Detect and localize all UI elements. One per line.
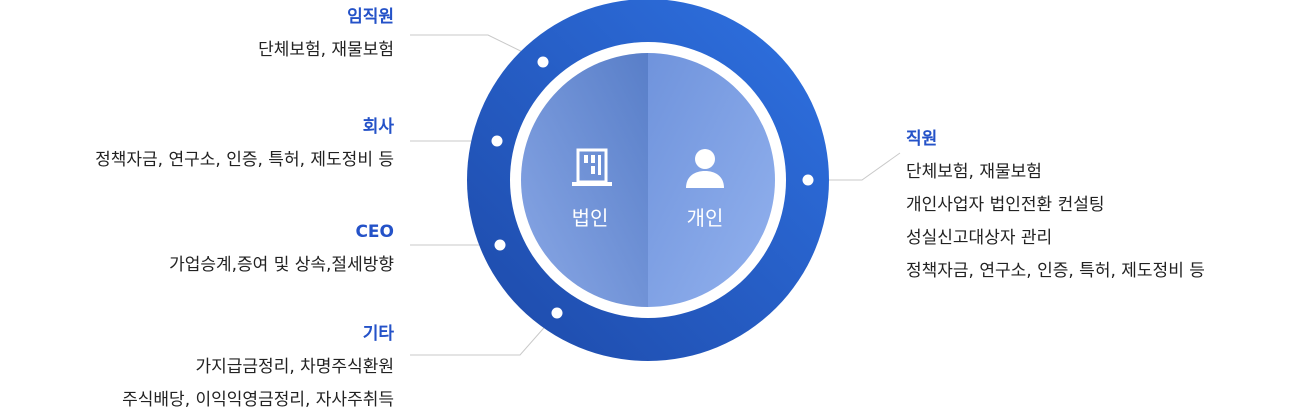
group-line: 단체보험, 재물보험 (906, 162, 1042, 182)
group-line: 가지급금정리, 차명주식환원 (195, 357, 395, 377)
group-line: 단체보험, 재물보험 (258, 40, 394, 60)
group-line: 가업승계,증여 및 상속,절세방향 (169, 255, 394, 275)
group-ceo: CEO 가업승계,증여 및 상속,절세방향 (169, 221, 394, 282)
center-label-individual: 개인 (686, 206, 724, 230)
group-title: 회사 (362, 117, 394, 137)
center-label-corporation: 법인 (571, 206, 609, 230)
group-staff: 임직원 단체보험, 재물보험 (258, 6, 394, 67)
dot-etc (551, 307, 563, 319)
group-title: CEO (355, 222, 394, 242)
group-line: 정책자금, 연구소, 인증, 특허, 제도정비 등 (95, 150, 394, 170)
group-line: 정책자금, 연구소, 인증, 특허, 제도정비 등 (906, 261, 1205, 281)
group-etc: 기타 가지급금정리, 차명주식환원 주식배당, 이익익영금정리, 자사주취득 (122, 323, 394, 417)
dot-staff (537, 56, 549, 68)
group-title: 임직원 (347, 7, 394, 27)
building-icon (569, 146, 615, 190)
group-company: 회사 정책자금, 연구소, 인증, 특허, 제도정비 등 (95, 116, 394, 177)
dot-ceo (494, 239, 506, 251)
group-line: 개인사업자 법인전환 컨설팅 (906, 195, 1105, 215)
group-line: 성실신고대상자 관리 (906, 228, 1053, 248)
dot-company (491, 135, 503, 147)
group-employee: 직원 단체보험, 재물보험 개인사업자 법인전환 컨설팅 성실신고대상자 관리 … (906, 128, 1205, 288)
group-title: 기타 (362, 324, 394, 344)
dot-employee (802, 174, 814, 186)
person-icon (682, 146, 728, 190)
group-line: 주식배당, 이익익영금정리, 자사주취득 (122, 390, 394, 410)
group-title: 직원 (906, 129, 938, 149)
